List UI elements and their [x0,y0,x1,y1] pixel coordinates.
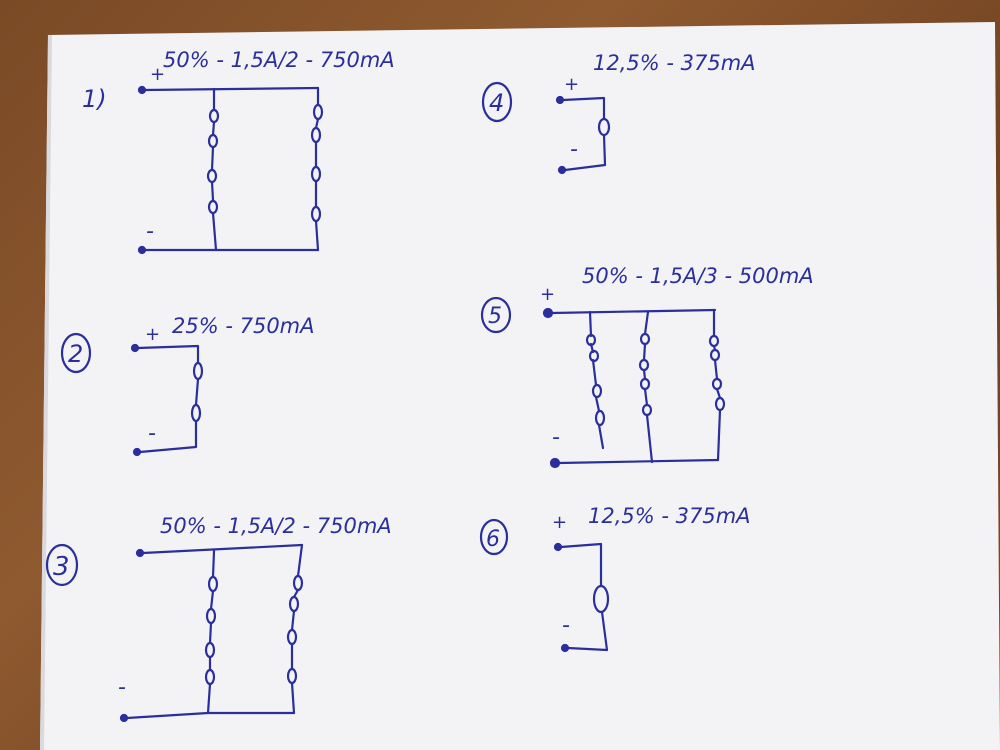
diagram-number-circle [60,332,92,374]
diagram-1-caption: 50% - 1,5A/2 - 750mA [163,48,395,72]
diagram-1-plus: + [150,64,165,85]
circuit-diagram-3 [45,543,304,723]
diagram-3-minus: - [118,675,126,700]
diagram-2-plus: + [145,324,160,345]
diagram-number-circle [481,81,513,123]
diagram-2-minus: - [148,421,156,446]
diagram-2-number: 2 [68,340,83,368]
paper-shadow [40,35,52,750]
diagram-6-plus: + [552,512,567,533]
diagram-4-number: 4 [489,89,504,117]
diagram-6-caption: 12,5% - 375mA [588,504,751,528]
circuit-diagram-5 [480,296,726,469]
diagram-5-plus: + [540,284,555,305]
diagram-1-minus: - [146,219,154,244]
diagram-4-caption: 12,5% - 375mA [593,51,756,75]
diagram-2-caption: 25% - 750mA [172,314,315,338]
circuit-diagram-4 [481,81,611,175]
diagram-3-number: 3 [53,552,70,582]
diagram-5-minus: - [552,425,560,450]
diagram-number-circle [479,518,509,556]
diagram-1-number: 1) [82,85,107,113]
paper-sheet [40,22,1000,750]
diagram-number-circle [480,296,512,334]
diagram-5-caption: 50% - 1,5A/3 - 500mA [582,264,814,288]
diagram-5-number: 5 [488,304,502,329]
diagram-4-plus: + [564,74,579,95]
diagram-number-circle [45,543,79,587]
diagram-3-caption: 50% - 1,5A/2 - 750mA [160,514,392,538]
circuit-diagram-2 [60,332,204,457]
diagram-4-minus: - [570,137,578,162]
diagram-6-number: 6 [486,527,500,552]
circuit-diagram-6 [479,518,610,653]
circuit-diagram-1 [137,85,324,255]
diagram-6-minus: - [562,613,570,638]
